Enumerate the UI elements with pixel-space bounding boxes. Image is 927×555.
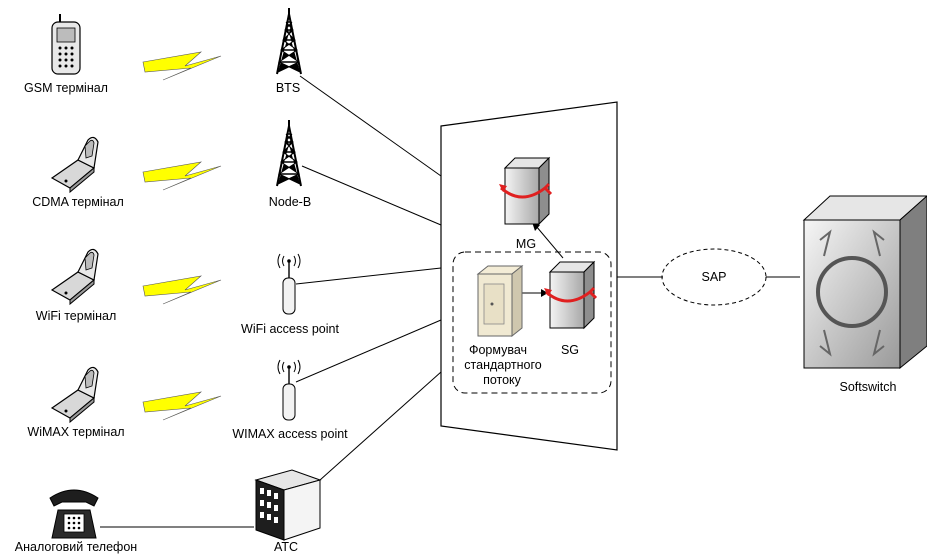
label-bts: BTS	[276, 81, 300, 95]
gateway-inner-dashed-box	[452, 251, 612, 394]
link-wifi-ap	[295, 267, 442, 285]
gateway-frame	[440, 101, 618, 451]
link-sg-mg	[535, 225, 564, 259]
connection-lines	[100, 75, 800, 528]
wimax-phone-icon	[51, 366, 99, 423]
label-softswitch: Softswitch	[840, 380, 897, 394]
cdma-phone-icon	[51, 136, 99, 193]
label-cdma-terminal: CDMA термінал	[32, 195, 124, 209]
analog-phone-icon	[49, 489, 99, 539]
label-wifi-ap: WiFi access point	[241, 322, 339, 336]
lightning-icon-cdma	[142, 161, 222, 191]
label-wifi-terminal: WiFi термінал	[36, 309, 116, 323]
label-wimax-terminal: WiMAX термінал	[27, 425, 124, 439]
arrowhead-sg	[541, 289, 548, 297]
mg-server-icon	[497, 156, 553, 226]
lightning-icon-wifi	[142, 275, 222, 305]
link-atc	[319, 371, 442, 481]
sap-ellipse	[661, 248, 767, 306]
lightning-icon-wimax	[142, 391, 222, 421]
nodeb-tower-icon	[276, 119, 302, 187]
label-nodeb: Node-B	[269, 195, 311, 209]
label-former-line2: стандартного	[464, 358, 541, 372]
link-wimax-ap	[295, 319, 442, 383]
label-wimax-ap: WIMAX access point	[232, 427, 348, 441]
label-atc: АТС	[274, 540, 298, 554]
atc-building-icon	[254, 469, 322, 541]
bts-tower-icon	[276, 7, 302, 75]
wimax-ap-icon	[277, 359, 301, 421]
label-former-line3: потоку	[483, 373, 522, 387]
gsm-phone-icon	[51, 14, 81, 75]
sg-server-icon	[542, 260, 598, 330]
link-nodeb	[301, 165, 442, 226]
label-sg: SG	[561, 343, 579, 357]
label-sap: SAP	[701, 270, 726, 284]
label-gsm-terminal: GSM термінал	[24, 81, 108, 95]
link-bts	[299, 75, 442, 177]
wifi-phone-icon	[51, 248, 99, 305]
stream-former-icon	[476, 264, 524, 338]
label-analog-phone: Аналоговий телефон	[15, 540, 137, 554]
softswitch-icon	[802, 195, 927, 370]
label-former-line1: Формувач	[469, 343, 527, 357]
label-mg: MG	[516, 237, 536, 251]
lightning-icon-gsm	[142, 51, 222, 81]
